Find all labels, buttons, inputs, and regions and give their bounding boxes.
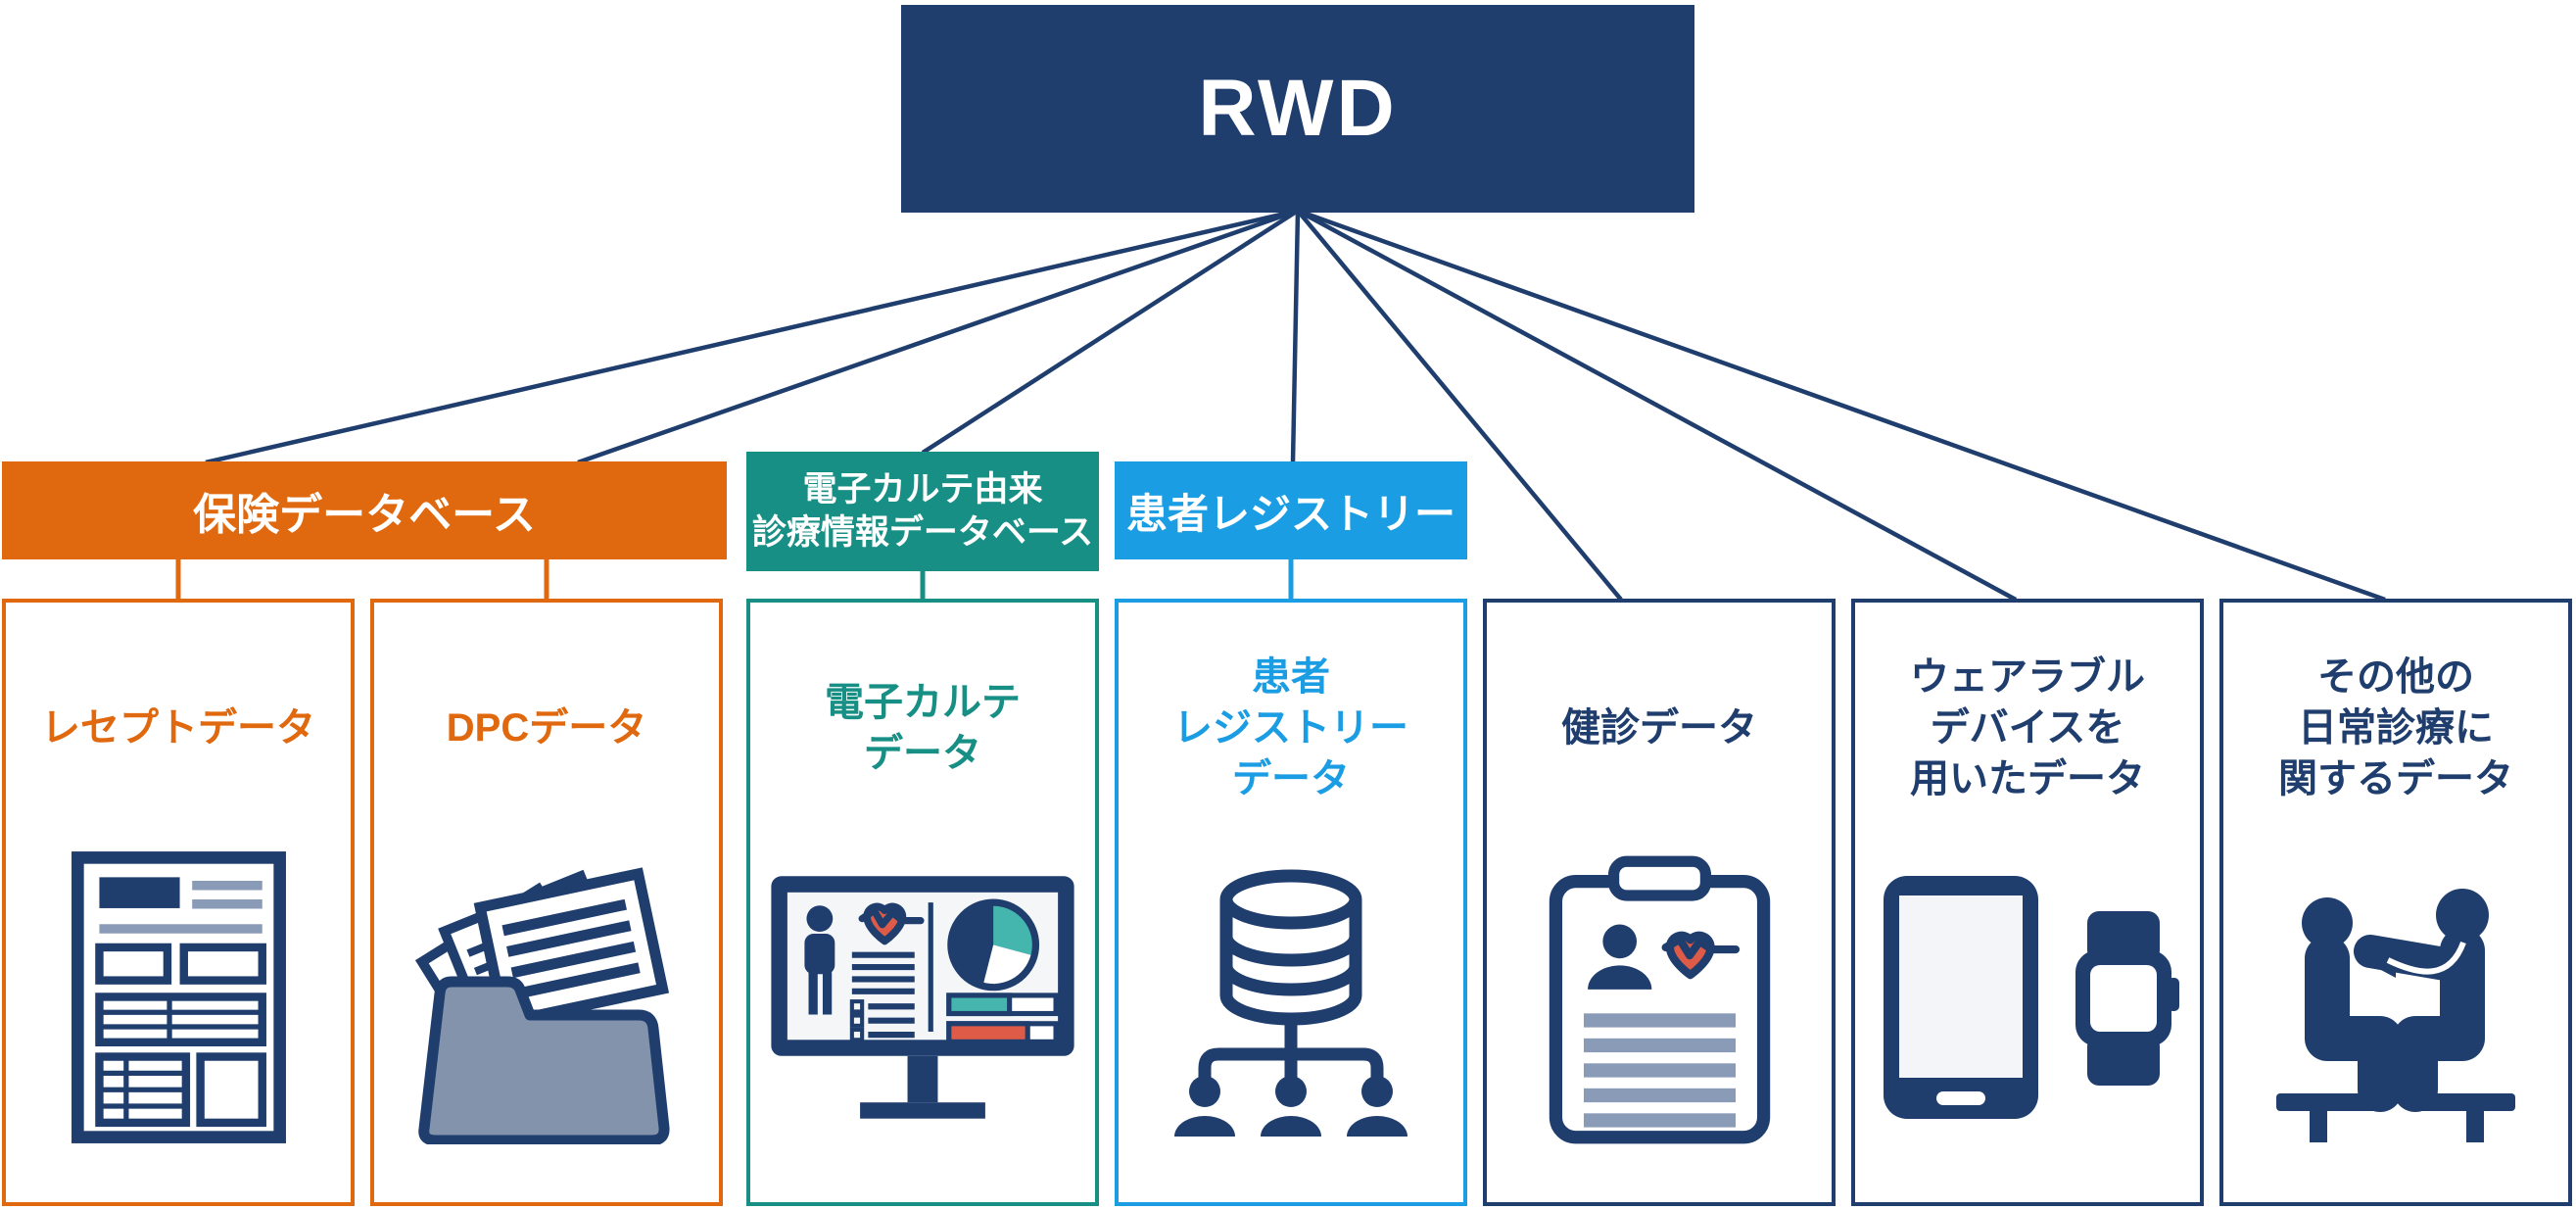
box-label: ウェアラブル デバイスを 用いたデータ: [1910, 654, 2145, 800]
line-rwd-to-other: [1297, 208, 2386, 603]
group-header-emr-database: 電子カルテ由来 診療情報データベース: [746, 452, 1099, 571]
box-health-checkup-data: 健診データ: [1483, 599, 1836, 1206]
line-rwd-to-insurance-left: [205, 208, 1299, 465]
box-wearable-device-data: ウェアラブル デバイスを 用いたデータ: [1851, 599, 2204, 1206]
line-rwd-to-wearable: [1296, 209, 2018, 602]
box-ehr-data: 電子カルテ データ: [746, 599, 1099, 1206]
line-rwd-to-insurance-right: [577, 208, 1299, 465]
rwd-fan-lines: [205, 208, 2386, 603]
group-header-insurance-database: 保険データベース: [2, 461, 727, 559]
box-label: 電子カルテ データ: [825, 680, 1021, 775]
box-other-clinical-data: その他の 日常診療に 関するデータ: [2219, 599, 2572, 1206]
box-label: レセプトデータ: [41, 705, 315, 750]
rwd-root-box: RWD: [901, 5, 1694, 213]
box-label: 患者 レジストリー データ: [1173, 654, 1408, 800]
ehr-monitor-icon: [771, 876, 1074, 1119]
rwd-title: RWD: [1198, 64, 1398, 153]
box-label: その他の 日常診療に 関するデータ: [2278, 654, 2513, 800]
line-rwd-to-registry: [1290, 210, 1301, 463]
line-rwd-to-emr: [921, 209, 1300, 455]
doctor-patient-exam-icon: [2276, 889, 2515, 1142]
receipt-document-icon: [71, 851, 286, 1143]
header-stub-lines: [175, 558, 1294, 602]
folder-documents-icon: [414, 867, 670, 1144]
health-checkup-clipboard-icon: [1549, 855, 1770, 1144]
group-header-label: 電子カルテ由来 診療情報データベース: [751, 470, 1094, 552]
box-label: DPCデータ: [446, 705, 647, 750]
wearable-devices-icon: [1884, 876, 2179, 1119]
box-label: 健診データ: [1561, 705, 1757, 750]
database-people-network-icon: [1174, 869, 1407, 1137]
box-patient-registry-data: 患者 レジストリー データ: [1115, 599, 1467, 1206]
line-rwd-to-checkup: [1296, 209, 1623, 602]
box-receipt-data: レセプトデータ: [2, 599, 355, 1206]
group-header-patient-registry: 患者レジストリー: [1115, 461, 1467, 559]
box-dpc-data: DPCデータ: [370, 599, 723, 1206]
group-header-label: 保険データベース: [193, 491, 536, 539]
group-header-label: 患者レジストリー: [1125, 490, 1455, 537]
